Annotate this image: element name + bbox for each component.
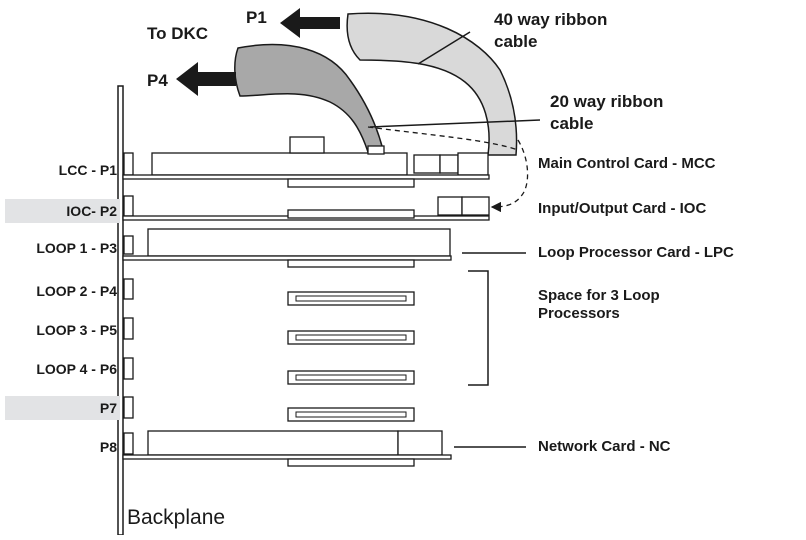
ribbon-cable-40-way: [346, 12, 518, 156]
label-to-dkc: To DKC: [147, 24, 209, 43]
label-ioc: Input/Output Card - IOC: [538, 200, 707, 217]
slot-label-p3: LOOP 1 - P3: [36, 240, 117, 256]
slot-4-empty: [123, 278, 415, 306]
slot-label-p8: P8: [99, 439, 117, 455]
slot-7-empty: [123, 396, 415, 422]
label-nc: Network Card - NC: [538, 438, 671, 455]
slot-5-empty: [123, 317, 415, 345]
slot-label-p1: LCC - P1: [58, 162, 117, 178]
label-backplane: Backplane: [127, 506, 226, 529]
label-p4-arrow: P4: [147, 71, 168, 90]
label-lpc: Loop Processor Card - LPC: [538, 244, 734, 261]
dashed-cable-ioc: [490, 139, 529, 213]
slot-label-p7: P7: [5, 396, 120, 420]
arrow-p4: [176, 62, 236, 96]
label-space-line1: Space for 3 Loop: [538, 287, 660, 304]
label-mcc: Main Control Card - MCC: [538, 155, 716, 172]
arrow-p1: [280, 8, 340, 38]
label-40-way-line2: cable: [494, 32, 538, 51]
slot-1-mcc: [122, 136, 490, 188]
slot-3-lpc: [122, 228, 452, 268]
callout-line-20-way: [369, 119, 541, 128]
label-space-line2: Processors: [538, 305, 620, 322]
label-40-way-line1: 40 way ribbon: [494, 10, 608, 29]
loop-space-bracket: [468, 270, 489, 386]
slot-label-p2: IOC- P2: [5, 199, 120, 223]
dashed-cable-mcc: [367, 126, 519, 151]
slot-2-ioc: [122, 195, 490, 221]
label-20-way-line2: cable: [550, 114, 594, 133]
callout-line-40-way: [417, 31, 471, 65]
backplane: [117, 85, 124, 536]
slot-6-empty: [123, 357, 415, 385]
slot-label-p5: LOOP 3 - P5: [36, 322, 117, 338]
slot-label-p6: LOOP 4 - P6: [36, 361, 117, 377]
label-p1-arrow: P1: [246, 8, 267, 27]
label-20-way-line1: 20 way ribbon: [550, 92, 664, 111]
slot-label-p4: LOOP 2 - P4: [36, 283, 117, 299]
slot-8-nc: [122, 430, 452, 467]
ribbon-cable-20-way: [234, 43, 384, 153]
